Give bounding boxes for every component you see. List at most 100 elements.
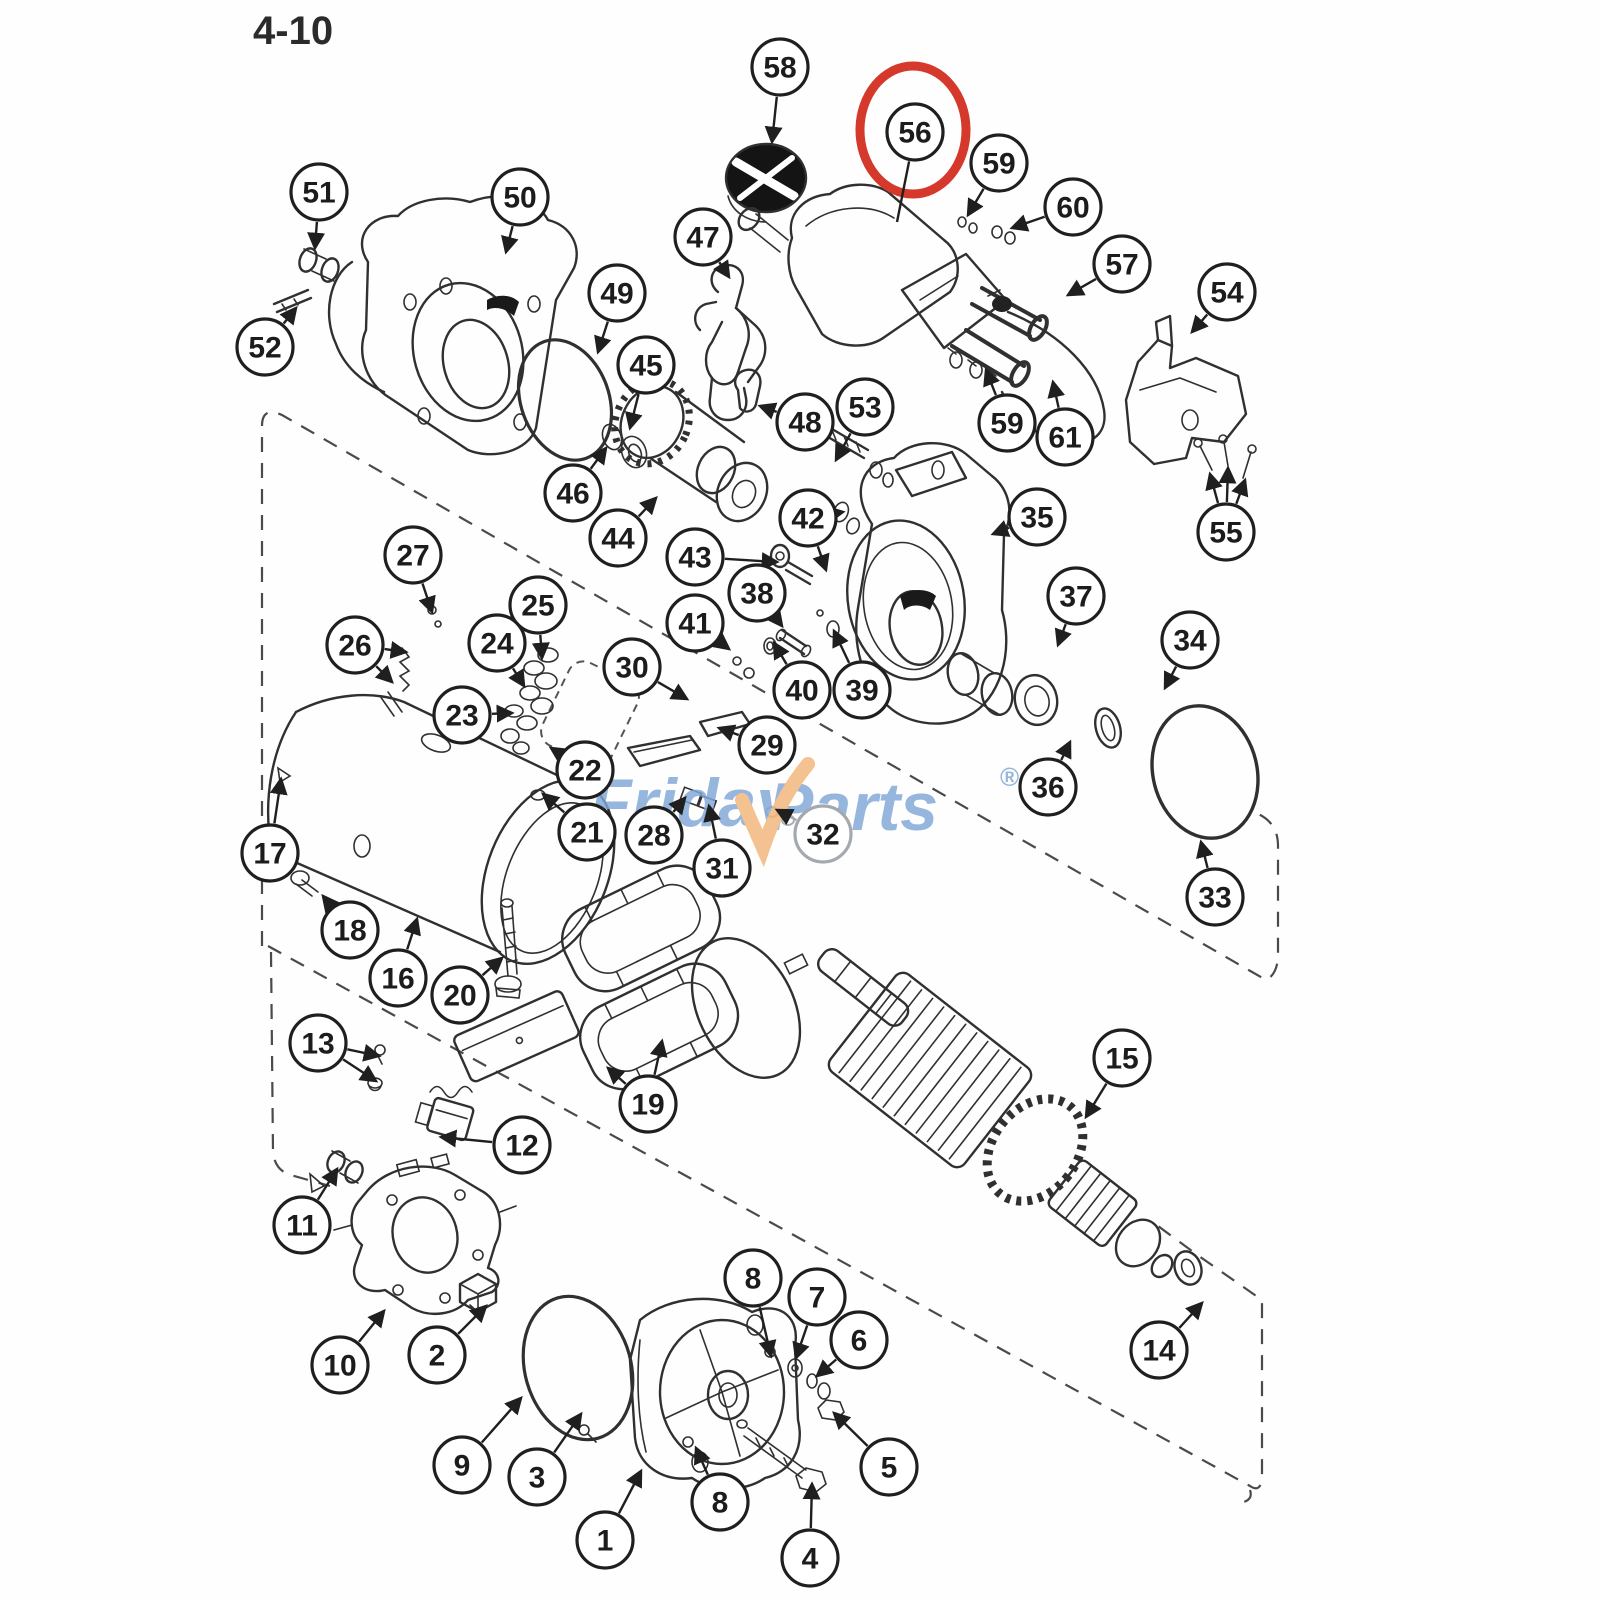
svg-text:24: 24 (480, 628, 514, 661)
page-number: 4-10 (253, 9, 333, 53)
part-sketch-37-36-34-33 (946, 652, 1260, 840)
callout-13: 13 (288, 1013, 382, 1083)
svg-text:18: 18 (333, 915, 366, 948)
part-sketch-54-bracket (1124, 314, 1248, 466)
part-sketch-59-60 (957, 216, 1016, 245)
svg-text:43: 43 (678, 542, 711, 575)
svg-text:34: 34 (1173, 625, 1207, 658)
callout-8: 8 (723, 1248, 783, 1359)
svg-text:36: 36 (1031, 772, 1064, 805)
svg-text:13: 13 (301, 1028, 334, 1061)
svg-text:12: 12 (505, 1130, 538, 1163)
svg-text:40: 40 (785, 675, 818, 708)
svg-text:47: 47 (686, 222, 719, 255)
callout-5: 5 (832, 1411, 919, 1497)
svg-text:30: 30 (615, 652, 648, 685)
svg-text:16: 16 (381, 963, 414, 996)
svg-text:33: 33 (1198, 882, 1231, 915)
callout-53: 53 (834, 377, 895, 463)
svg-text:6: 6 (851, 1325, 868, 1358)
callout-27: 27 (383, 525, 443, 615)
svg-text:8: 8 (712, 1487, 729, 1520)
svg-text:20: 20 (443, 980, 476, 1013)
svg-text:58: 58 (763, 52, 796, 85)
part-sketch-58 (724, 142, 808, 223)
svg-text:3: 3 (529, 1462, 546, 1495)
part-sketch-15-armature (817, 948, 1174, 1279)
watermark-check-icon (735, 757, 815, 868)
callout-25: 25 (508, 575, 568, 661)
callout-61: 61 (1035, 379, 1095, 467)
part-sketch-20-bolt (494, 898, 522, 999)
svg-text:10: 10 (323, 1350, 356, 1383)
callout-4: 4 (780, 1481, 840, 1588)
callout-58: 58 (750, 37, 810, 145)
callout-37: 37 (1046, 566, 1106, 648)
svg-text:1: 1 (597, 1525, 614, 1558)
svg-text:42: 42 (791, 503, 824, 536)
svg-text:53: 53 (848, 392, 881, 425)
svg-text:52: 52 (248, 332, 281, 365)
svg-text:35: 35 (1020, 502, 1053, 535)
watermark-registered-mark: ® (1000, 762, 1019, 792)
svg-text:59: 59 (982, 148, 1015, 181)
callout-57: 57 (1065, 234, 1152, 297)
callout-17: 17 (240, 776, 300, 883)
svg-text:38: 38 (740, 578, 773, 611)
svg-text:50: 50 (503, 182, 536, 215)
part-sketch-51-52 (272, 247, 340, 314)
part-sketch-14 (1173, 1250, 1203, 1286)
part-sketch-13 (367, 1044, 386, 1092)
part-sketch-9-oring (521, 1294, 635, 1442)
callout-55: 55 (1196, 465, 1256, 562)
svg-text:23: 23 (445, 700, 478, 733)
callout-29: 29 (716, 715, 797, 775)
part-sketch-35-housing (846, 442, 1011, 725)
part-sketch-56-motor (737, 183, 1049, 388)
svg-text:29: 29 (750, 730, 783, 763)
callout-51: 51 (289, 162, 349, 251)
svg-text:54: 54 (1210, 277, 1244, 310)
svg-text:56: 56 (898, 117, 931, 150)
svg-text:44: 44 (601, 523, 635, 556)
svg-text:9: 9 (454, 1450, 471, 1483)
part-sketch-44-drive (611, 376, 769, 523)
callout-3: 3 (507, 1411, 583, 1507)
callout-56: 56 (885, 102, 945, 223)
callout-21: 21 (540, 792, 617, 862)
svg-text:27: 27 (396, 540, 429, 573)
part-sketch-57-wire (947, 289, 1106, 445)
svg-text:5: 5 (881, 1452, 898, 1485)
svg-text:25: 25 (521, 590, 554, 623)
svg-text:49: 49 (600, 278, 633, 311)
callout-1: 1 (575, 1468, 643, 1570)
svg-text:61: 61 (1048, 422, 1081, 455)
line-art (266, 61, 1260, 1493)
callout-59: 59 (977, 367, 1037, 453)
callout-9: 9 (432, 1395, 523, 1495)
svg-text:55: 55 (1209, 517, 1242, 550)
part-sketch-bottom-hardware (578, 1346, 845, 1493)
callout-60: 60 (1009, 177, 1103, 237)
callout-10: 10 (310, 1308, 386, 1395)
callout-19: 19 (605, 1038, 678, 1134)
callout-41: 41 (665, 593, 732, 653)
svg-text:2: 2 (429, 1340, 446, 1373)
callout-46: 46 (543, 445, 608, 523)
callout-45: 45 (616, 335, 676, 431)
callout-47: 47 (673, 207, 733, 280)
callout-38: 38 (727, 563, 787, 629)
highlight-oval-56 (855, 61, 971, 199)
callout-23: 23 (432, 685, 515, 745)
callout-32: 32 (774, 804, 853, 864)
callout-7: 7 (787, 1267, 847, 1361)
callout-16: 16 (368, 916, 428, 1008)
callout-39: 39 (832, 628, 892, 720)
callout-54: 54 (1190, 262, 1257, 335)
callout-14: 14 (1129, 1301, 1204, 1380)
callout-30: 30 (602, 637, 690, 701)
part-sketch-19-coils (453, 864, 809, 1091)
callout-26: 26 (325, 615, 409, 684)
